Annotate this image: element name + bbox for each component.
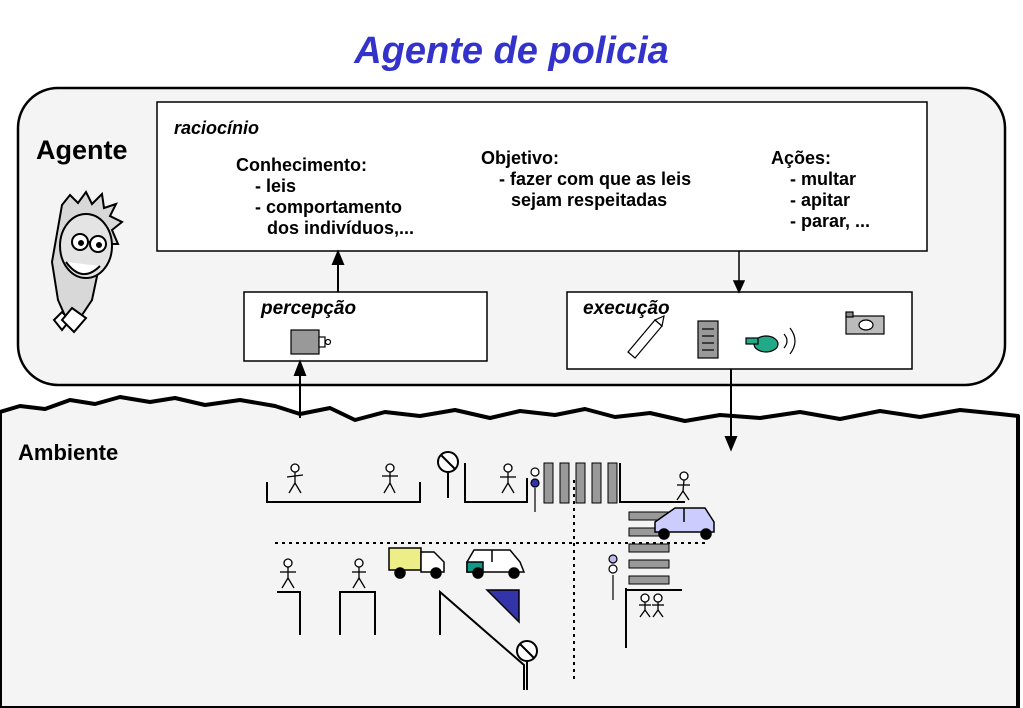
yield-sign-icon	[485, 589, 520, 624]
agent-label: Agente	[36, 135, 128, 165]
pedestrian-icons	[280, 463, 690, 618]
objective-block: Objetivo: - fazer com que as leis sejam …	[481, 148, 691, 211]
knowledge-item: - comportamento	[255, 197, 403, 217]
street-scene	[266, 463, 685, 690]
traffic-light-right	[608, 554, 618, 600]
perception-label: percepção	[261, 298, 357, 319]
traffic-light-top	[530, 467, 540, 512]
no-parking-sign-top	[437, 451, 459, 498]
arrow-environment-to-perception	[293, 359, 307, 418]
camera-icon-execution	[845, 311, 885, 335]
execution-label: execução	[583, 298, 670, 319]
knowledge-heading: Conhecimento:	[236, 155, 368, 175]
arrow-perception-to-reasoning	[331, 249, 345, 292]
no-parking-sign-bottom	[516, 640, 538, 690]
reasoning-label: raciocínio	[174, 118, 260, 138]
environment-label: Ambiente	[18, 440, 119, 465]
objective-item: sejam respeitadas	[511, 190, 668, 210]
zebra-crossing-top	[543, 462, 618, 504]
whistle-icon	[745, 327, 796, 355]
pen-icon	[627, 314, 665, 359]
actions-block: Ações: - multar - apitar - parar, ...	[771, 148, 870, 232]
knowledge-item: dos indivíduos,...	[267, 218, 415, 238]
actions-item: - parar, ...	[790, 211, 871, 231]
camera-icon	[290, 329, 332, 355]
car-blue-icon	[654, 507, 715, 540]
actions-item: - multar	[790, 169, 857, 189]
objective-heading: Objetivo:	[481, 148, 560, 168]
notepad-icon	[697, 320, 719, 359]
knowledge-block: Conhecimento: - leis - comportamento dos…	[236, 155, 414, 239]
objective-item: - fazer com que as leis	[499, 169, 692, 189]
arrow-reasoning-to-execution	[732, 251, 746, 294]
page-title: Agente de policia	[354, 30, 669, 72]
actions-item: - apitar	[790, 190, 851, 210]
agent-character-icon	[50, 190, 124, 334]
arrow-execution-to-environment	[724, 369, 738, 452]
actions-heading: Ações:	[771, 148, 832, 168]
perception-box	[243, 291, 488, 362]
truck-icon	[388, 547, 445, 579]
reasoning-box	[156, 101, 928, 252]
zebra-crossing-right	[628, 511, 670, 585]
car-green-icon	[466, 549, 526, 579]
knowledge-item: - leis	[255, 176, 297, 196]
